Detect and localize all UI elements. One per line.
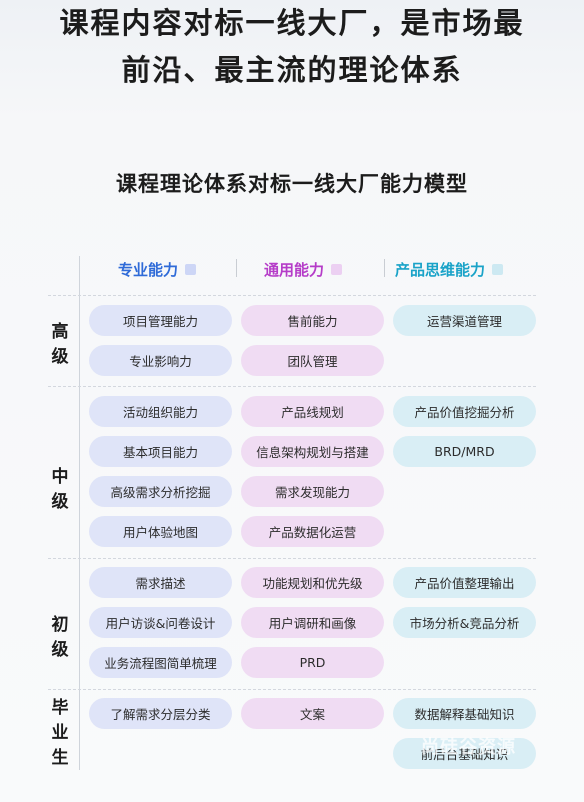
skill-pill: 文案	[241, 698, 384, 729]
level-label-char: 级	[51, 640, 69, 660]
hero-line-2: 前沿、最主流的理论体系	[121, 53, 463, 87]
skill-pill: 数据解释基础知识	[393, 698, 536, 729]
column-header-professional: 专业能力	[118, 257, 197, 281]
hero-line-1: 课程内容对标一线大厂，是市场最	[59, 6, 525, 40]
skill-pill: BRD/MRD	[393, 436, 536, 467]
row-separator	[48, 558, 536, 559]
skill-pill: 运营渠道管理	[393, 305, 536, 336]
skill-pill: 用户访谈&问卷设计	[89, 607, 232, 638]
level-label-char: 级	[51, 492, 69, 512]
row-separator	[48, 295, 536, 296]
column-marker-square	[492, 263, 504, 275]
hero-heading: 课程内容对标一线大厂，是市场最 前沿、最主流的理论体系	[0, 0, 584, 94]
level-label-graduate: 毕 业 生	[47, 696, 73, 771]
skill-pill: 用户体验地图	[89, 516, 232, 547]
skill-pill: PRD	[241, 647, 384, 678]
skill-pill: 业务流程图简单梳理	[89, 647, 232, 678]
skill-pill: 专业影响力	[89, 345, 232, 376]
level-label-char: 级	[51, 347, 69, 367]
level-label-junior: 初 级	[47, 613, 73, 663]
column-header-product: 产品思维能力	[395, 257, 504, 281]
level-label-intermediate: 中 级	[47, 465, 73, 515]
level-label-char: 高	[51, 322, 69, 342]
column-header-label: 通用能力	[264, 260, 325, 279]
level-axis-line	[79, 256, 80, 770]
level-label-char: 初	[51, 615, 69, 635]
section-subtitle: 课程理论体系对标一线大厂能力模型	[116, 172, 468, 196]
column-divider	[384, 259, 385, 277]
skill-pill: 基本项目能力	[89, 436, 232, 467]
watermark-text: 尚硅谷资源	[421, 737, 516, 758]
level-label-char: 中	[51, 467, 69, 487]
level-label-char: 生	[51, 748, 69, 768]
skill-pill: 需求发现能力	[241, 476, 384, 507]
skill-pill: 售前能力	[241, 305, 384, 336]
column-header-general: 通用能力	[264, 257, 343, 281]
level-label-char: 毕	[51, 698, 69, 718]
skill-pill: 产品价值整理输出	[393, 567, 536, 598]
level-label-senior: 高 级	[47, 320, 73, 370]
skill-pill: 产品线规划	[241, 396, 384, 427]
column-marker-square	[331, 263, 343, 275]
skill-pill: 信息架构规划与搭建	[241, 436, 384, 467]
skill-pill: 高级需求分析挖掘	[89, 476, 232, 507]
column-divider	[236, 259, 237, 277]
skill-pill: 需求描述	[89, 567, 232, 598]
skill-pill: 产品价值挖掘分析	[393, 396, 536, 427]
column-header-label: 专业能力	[118, 260, 179, 279]
column-header-label: 产品思维能力	[395, 260, 486, 279]
level-label-char: 业	[51, 723, 69, 743]
skill-pill: 活动组织能力	[89, 396, 232, 427]
skill-pill: 产品数据化运营	[241, 516, 384, 547]
row-separator	[48, 689, 536, 690]
column-marker-square	[185, 263, 197, 275]
row-separator	[48, 386, 536, 387]
skill-pill: 市场分析&竞品分析	[393, 607, 536, 638]
skill-pill: 功能规划和优先级	[241, 567, 384, 598]
skill-pill: 前后台基础知识	[393, 738, 536, 769]
skill-pill: 了解需求分层分类	[89, 698, 232, 729]
skill-pill: 项目管理能力	[89, 305, 232, 336]
skill-pill: 团队管理	[241, 345, 384, 376]
skill-pill: 用户调研和画像	[241, 607, 384, 638]
